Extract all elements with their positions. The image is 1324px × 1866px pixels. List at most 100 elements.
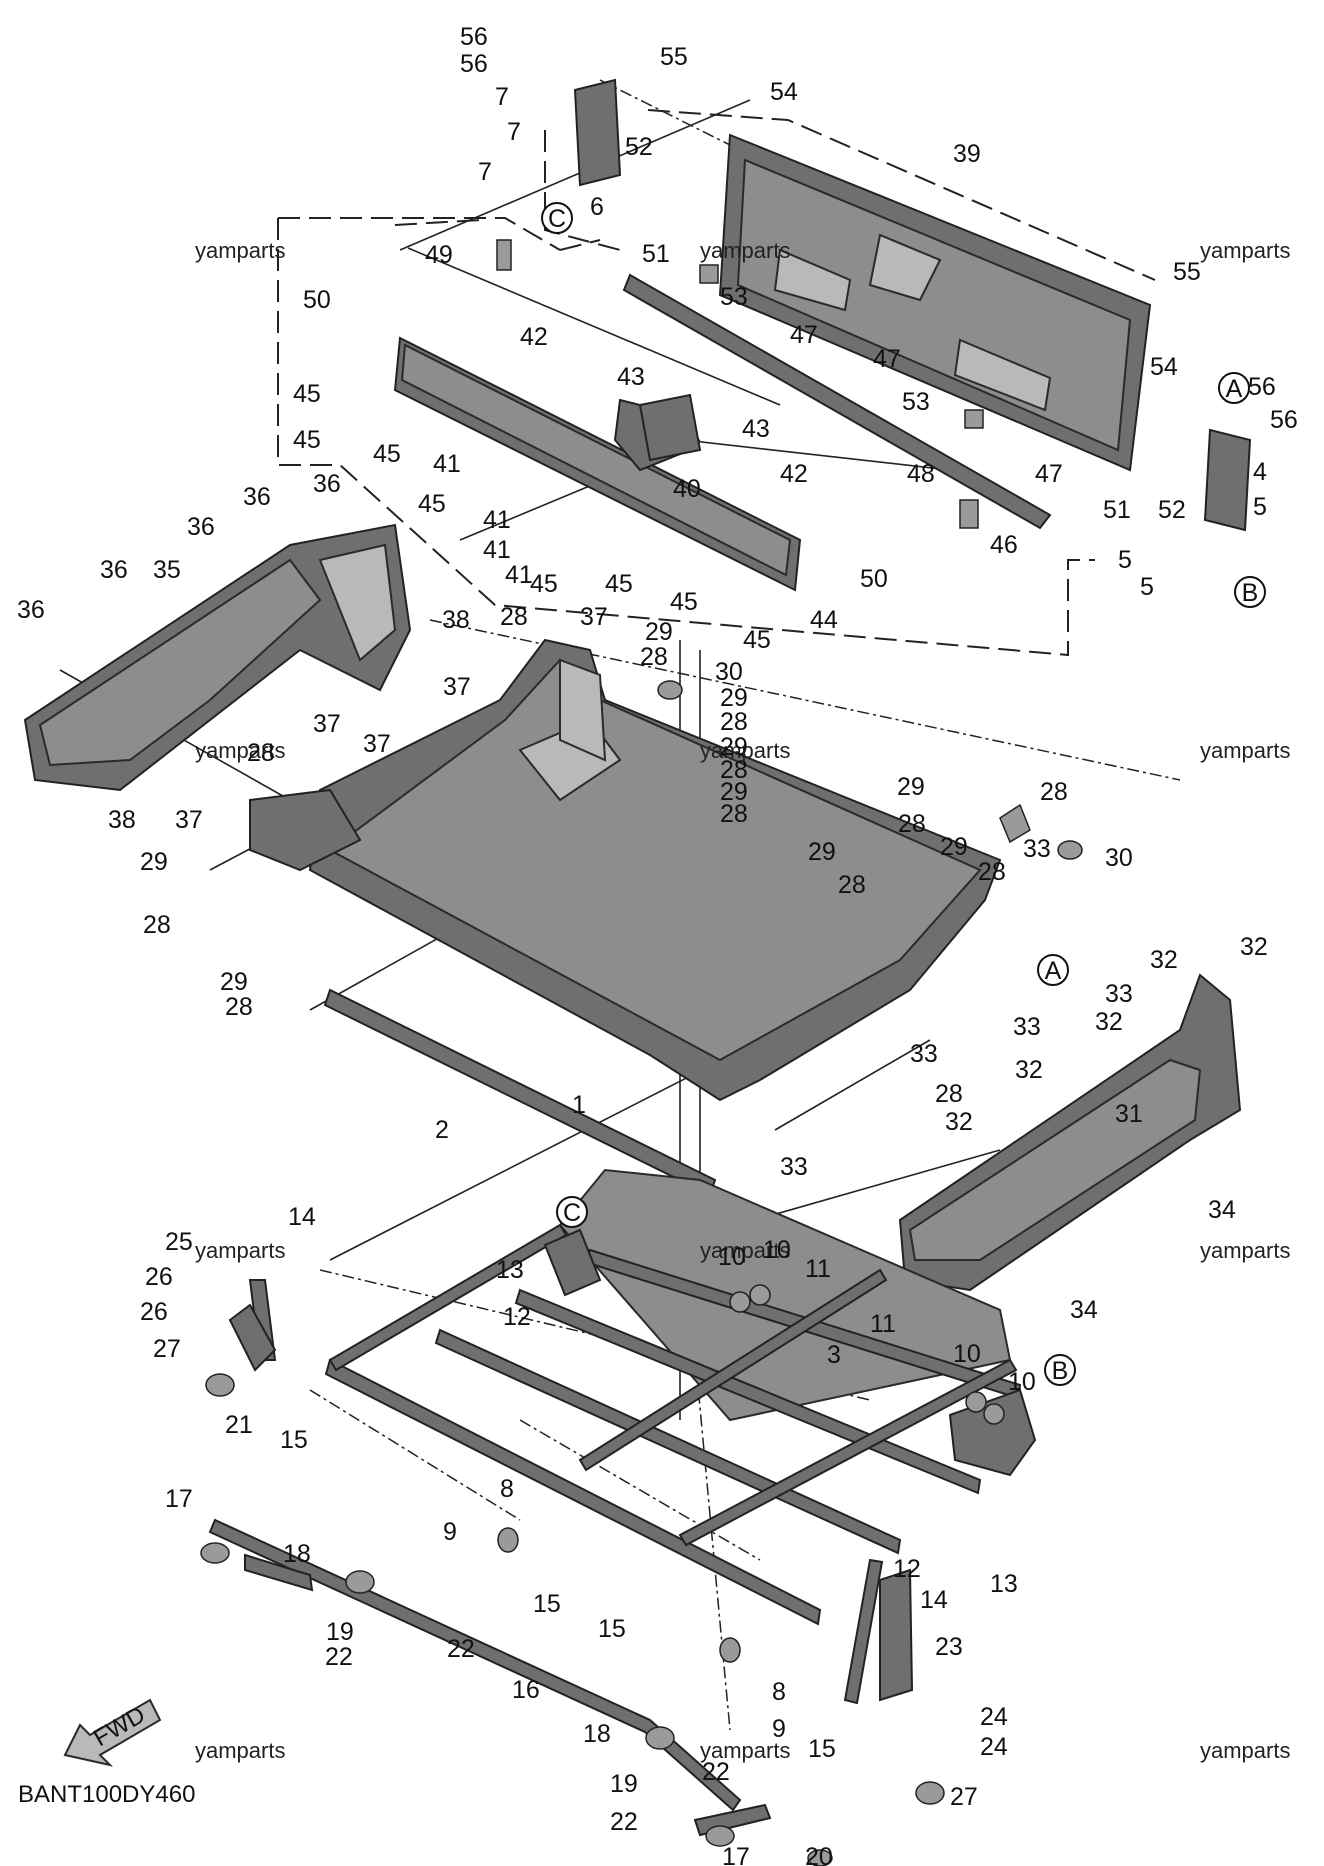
callout: 28 — [225, 993, 253, 1021]
callout: 28 — [935, 1080, 963, 1108]
svg-text:C: C — [563, 1199, 581, 1227]
callout: 41 — [433, 450, 461, 478]
callout: 55 — [660, 43, 688, 71]
callout: 14 — [288, 1203, 316, 1231]
callout: 2 — [435, 1116, 449, 1144]
callout: 50 — [860, 565, 888, 593]
callout: 34 — [1070, 1296, 1098, 1324]
callout: 45 — [605, 570, 633, 598]
tailgate-bar — [622, 273, 1052, 530]
callout: 56 — [460, 50, 488, 78]
callout: 56 — [1270, 406, 1298, 434]
callout: 38 — [442, 606, 470, 634]
callout: 30 — [1105, 844, 1133, 872]
callout: 28 — [247, 739, 275, 767]
callout: 9 — [772, 1715, 786, 1743]
callout: 12 — [893, 1555, 921, 1583]
callout: 36 — [243, 483, 271, 511]
callout: 7 — [495, 83, 509, 111]
callout: 41 — [483, 506, 511, 534]
small-parts — [200, 78, 1252, 1866]
callout: 45 — [373, 440, 401, 468]
svg-text:B: B — [1052, 1357, 1069, 1385]
callout: 29 — [645, 618, 673, 646]
callout: 24 — [980, 1733, 1008, 1761]
callout: 7 — [507, 118, 521, 146]
fwd-arrow-icon: FWD — [63, 1698, 162, 1767]
right-side-panel — [898, 973, 1242, 1292]
callout: 18 — [583, 1720, 611, 1748]
callout: 24 — [980, 1703, 1008, 1731]
callout: 4 — [1253, 458, 1267, 486]
svg-text:A: A — [1226, 375, 1243, 403]
watermark: yamparts — [1200, 1738, 1290, 1763]
callout: 40 — [673, 475, 701, 503]
callout: 45 — [530, 570, 558, 598]
left-side-panel — [23, 523, 412, 792]
callout: 28 — [720, 756, 748, 784]
callout: 37 — [175, 806, 203, 834]
callout: 55 — [1173, 258, 1201, 286]
callout: 28 — [720, 708, 748, 736]
callout: 22 — [325, 1643, 353, 1671]
callout: 28 — [500, 603, 528, 631]
callout: 13 — [496, 1256, 524, 1284]
callout: 48 — [907, 460, 935, 488]
callout: 10 — [763, 1236, 791, 1264]
callout-labels: 1 2 3 4 5 5 5 6 7 7 7 8 8 9 9 10 10 10 1… — [17, 23, 1298, 1866]
callout: 7 — [478, 158, 492, 186]
callout: 52 — [625, 133, 653, 161]
callout: 3 — [827, 1341, 841, 1369]
watermark: yamparts — [700, 1238, 790, 1263]
callout: 1 — [572, 1091, 586, 1119]
callout: 54 — [1150, 353, 1178, 381]
callout: 32 — [945, 1108, 973, 1136]
callout: 29 — [720, 733, 748, 761]
callout: 13 — [990, 1570, 1018, 1598]
callout: 52 — [1158, 496, 1186, 524]
callout: 6 — [590, 193, 604, 221]
bed-frame — [324, 1168, 1037, 1626]
callout: 10 — [1008, 1368, 1036, 1396]
callout: 49 — [425, 241, 453, 269]
callout: 28 — [720, 800, 748, 828]
watermark: yamparts — [195, 1738, 285, 1763]
watermark: yamparts — [1200, 1238, 1290, 1263]
callout: 36 — [187, 513, 215, 541]
callout: 45 — [743, 626, 771, 654]
callout: 18 — [283, 1540, 311, 1568]
callout: 27 — [950, 1783, 978, 1811]
callout: 36 — [100, 556, 128, 584]
svg-text:B: B — [1242, 579, 1259, 607]
callout: 47 — [1035, 460, 1063, 488]
callout: 26 — [145, 1263, 173, 1291]
tailgate-panel — [718, 133, 1152, 472]
callout: 28 — [898, 810, 926, 838]
ref-c-top: C — [541, 202, 573, 234]
watermark: yamparts — [700, 238, 790, 263]
callout: 28 — [1040, 778, 1068, 806]
ref-a-top: A — [1218, 372, 1250, 404]
callout: 29 — [808, 838, 836, 866]
callout: 44 — [810, 606, 838, 634]
callout: 54 — [770, 78, 798, 106]
callout: 33 — [780, 1153, 808, 1181]
callout: 37 — [580, 603, 608, 631]
ref-a-mid: A — [1037, 954, 1069, 986]
callout: 47 — [873, 345, 901, 373]
callout: 34 — [1208, 1196, 1236, 1224]
callout: 39 — [953, 140, 981, 168]
svg-text:C: C — [548, 205, 566, 233]
callout: 25 — [165, 1228, 193, 1256]
callout: 15 — [533, 1590, 561, 1618]
callout: 33 — [1023, 835, 1051, 863]
callout: 29 — [220, 968, 248, 996]
callout: 9 — [443, 1518, 457, 1546]
watermark: yamparts — [700, 1738, 790, 1763]
callout: 22 — [447, 1635, 475, 1663]
callout: 37 — [443, 673, 471, 701]
callout: 47 — [790, 321, 818, 349]
watermarks: yamparts yamparts yamparts yamparts yamp… — [195, 238, 1290, 1763]
callout: 22 — [702, 1758, 730, 1786]
